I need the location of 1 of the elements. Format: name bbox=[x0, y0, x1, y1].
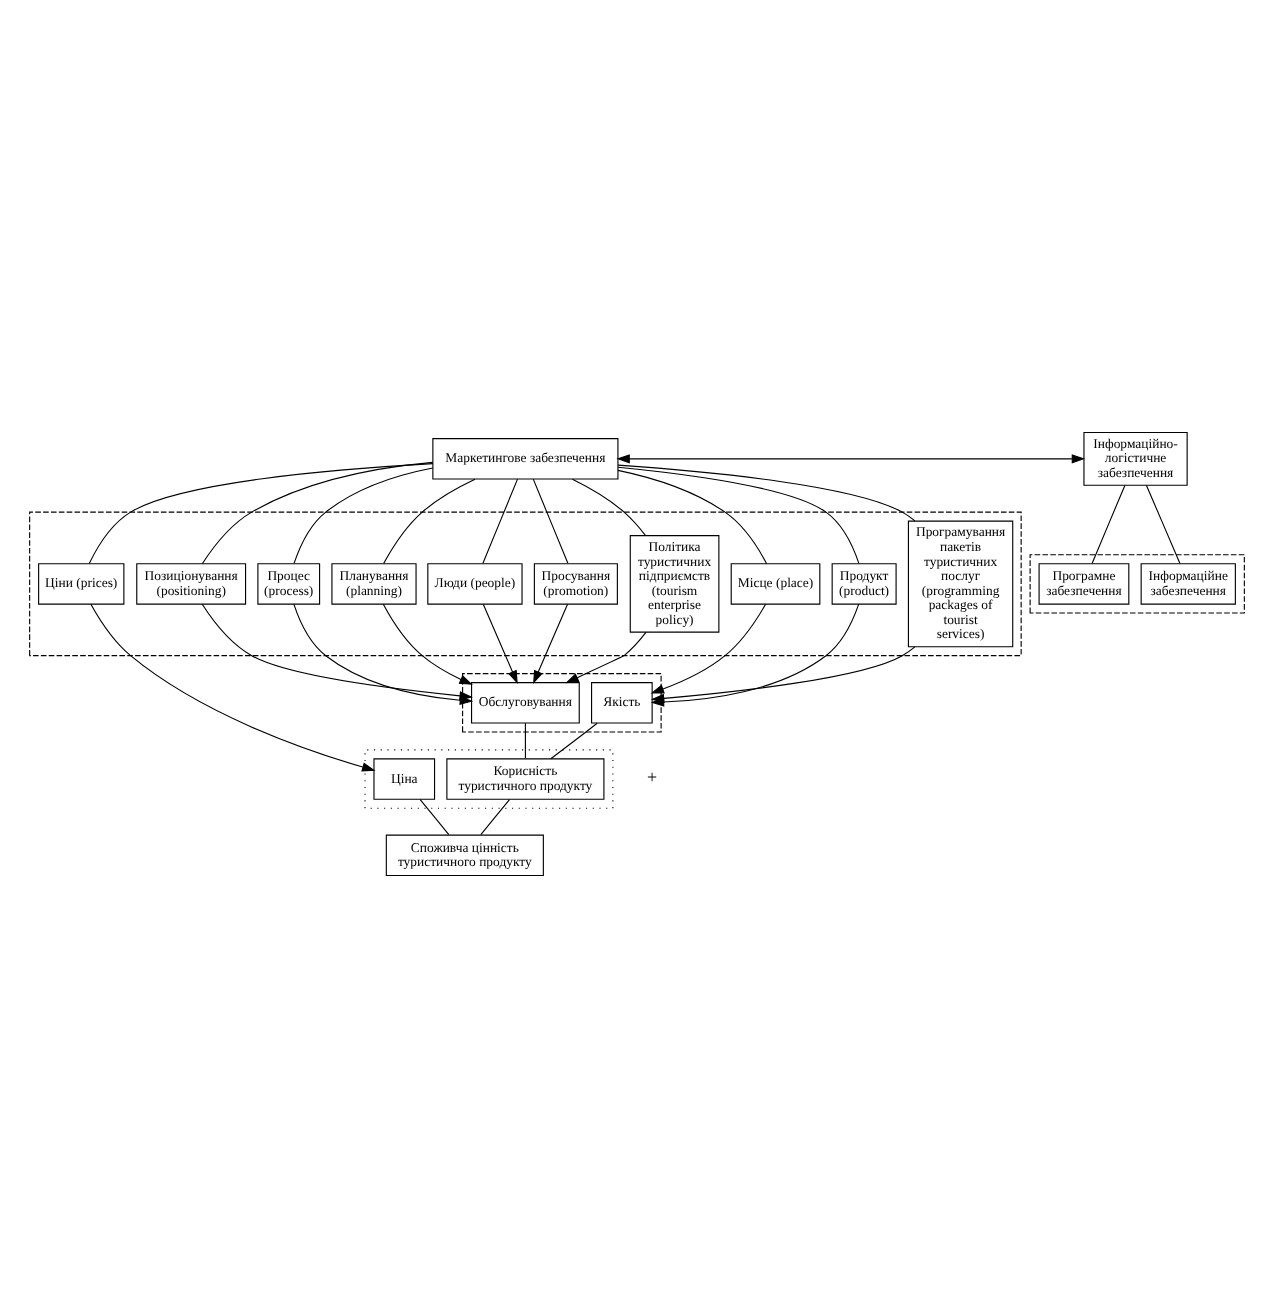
label: + bbox=[647, 767, 658, 788]
